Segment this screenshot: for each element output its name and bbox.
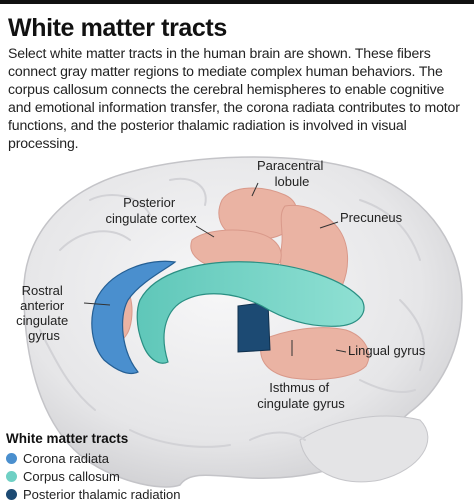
- figure-caption: Select white matter tracts in the human …: [8, 45, 460, 151]
- legend-swatch: [6, 488, 17, 500]
- legend-item-corpus-callosum: Corpus callosum: [6, 467, 181, 485]
- legend-swatch: [6, 470, 17, 482]
- corpus-callosum-tract: [136, 261, 365, 364]
- label-rostral-anterior-cingulate-gyrus: Rostral anterior cingulate gyrus: [16, 283, 72, 343]
- label-isthmus-of-cingulate-gyrus: Isthmus of cingulate gyrus: [257, 380, 345, 411]
- brain-diagram: Paracentral lobule Posterior cingulate c…: [16, 156, 463, 488]
- legend-label: Posterior thalamic radiation: [23, 486, 181, 502]
- figure-title: White matter tracts: [8, 14, 227, 42]
- corona-radiata-tract: [91, 260, 177, 375]
- leader-lines: [83, 182, 347, 356]
- label-paracentral-lobule: Paracentral lobule: [257, 158, 327, 189]
- label-posterior-cingulate-cortex: Posterior cingulate cortex: [105, 195, 197, 226]
- cerebellum: [299, 415, 429, 483]
- label-lingual-gyrus: Lingual gyrus: [348, 343, 426, 358]
- legend-title: White matter tracts: [6, 431, 129, 446]
- posterior-thalamic-radiation-tract: [237, 301, 271, 353]
- gyri-texture: [39, 177, 425, 448]
- legend-label: Corpus callosum: [23, 468, 120, 484]
- top-rule: [0, 0, 474, 4]
- legend: White matter tracts Corona radiata Corpu…: [6, 431, 181, 503]
- legend-item-posterior-thalamic-radiation: Posterior thalamic radiation: [6, 485, 181, 503]
- legend-swatch: [6, 452, 17, 464]
- label-precuneus: Precuneus: [340, 210, 403, 225]
- legend-item-corona-radiata: Corona radiata: [6, 449, 181, 467]
- legend-label: Corona radiata: [23, 450, 109, 466]
- isthmus-lingual-region: [260, 327, 370, 380]
